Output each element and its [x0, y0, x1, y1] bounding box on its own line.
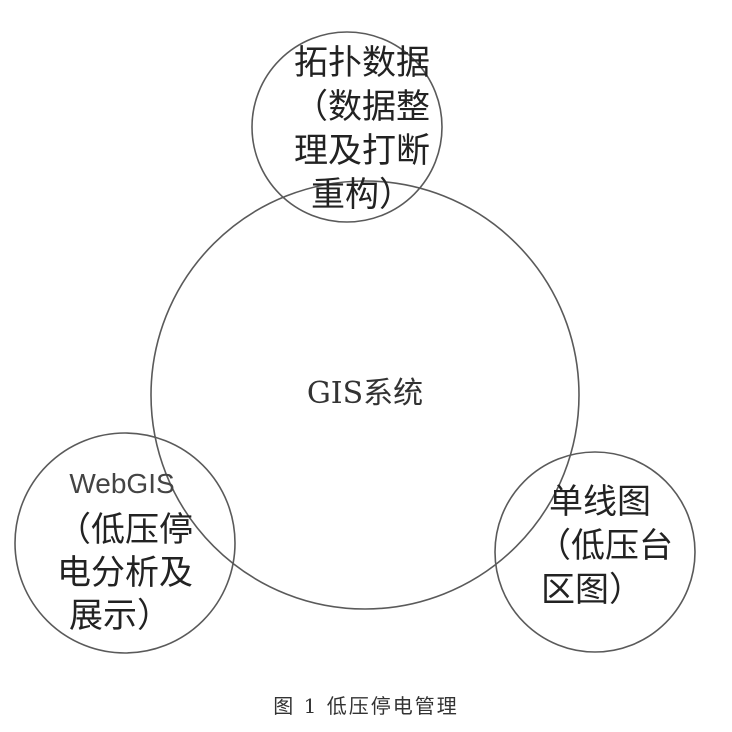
topology-circle [251, 31, 443, 223]
center-label: GIS系统 [307, 376, 423, 411]
topology-line-4: 重构） [311, 175, 413, 215]
single-line-circle [494, 451, 696, 653]
topology-line-1: 拓扑数据 [294, 43, 430, 83]
webgis-circle [14, 432, 236, 654]
figure-caption: 图 1 低压停电管理 [273, 694, 459, 718]
main-circle [150, 180, 580, 610]
single-line-line-2: （低压台 [537, 526, 673, 566]
webgis-line-3: 电分析及 [57, 553, 193, 593]
topology-line-2: （数据整 [294, 87, 430, 127]
webgis-line-2: （低压停 [57, 510, 193, 550]
topology-line-3: 理及打断 [294, 131, 430, 171]
webgis-title: WebGIS [69, 468, 174, 499]
webgis-line-4: 展示） [69, 596, 171, 636]
single-line-line-3: 区图） [541, 570, 643, 610]
single-line-line-1: 单线图 [549, 482, 651, 522]
